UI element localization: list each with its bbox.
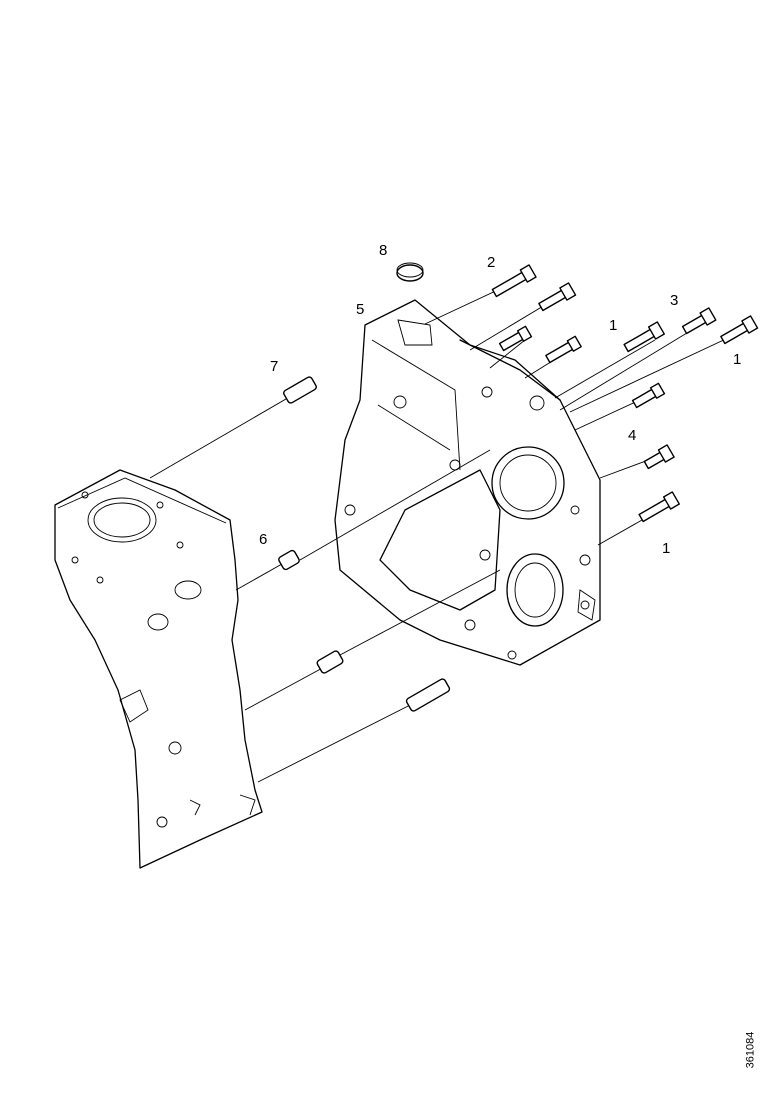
bolt-1-c — [638, 491, 680, 523]
bolt-mid-upper — [545, 335, 582, 364]
callout-1: 1 — [662, 540, 670, 557]
figure-reference-code: 361084 — [744, 1022, 772, 1082]
bolt-1-b — [720, 315, 759, 345]
engine-block — [54, 469, 263, 869]
timing-case-housing — [334, 299, 601, 666]
bolt-1-a — [623, 321, 665, 353]
callout-1: 1 — [609, 317, 617, 334]
callout-6: 6 — [259, 531, 267, 548]
bolt-right-mid — [631, 382, 666, 409]
callout-8: 8 — [379, 242, 387, 259]
callout-3: 3 — [670, 292, 678, 309]
dowel-lower-a — [316, 650, 344, 674]
dowel-6 — [278, 549, 300, 571]
callout-2: 2 — [487, 254, 495, 271]
figure-code-text: 361084 — [744, 1031, 757, 1069]
callout-7: 7 — [270, 358, 278, 375]
bolt-left-upper — [498, 325, 533, 352]
callouts: 8 2 5 7 1 3 1 4 6 1 — [259, 242, 741, 557]
bolt-4 — [643, 444, 675, 470]
bolt-upper — [538, 282, 577, 312]
bolt-2 — [491, 264, 537, 298]
plug-8 — [396, 262, 424, 282]
dowel-7 — [283, 376, 317, 404]
callout-5: 5 — [356, 301, 364, 318]
dowel-lower-b — [405, 678, 451, 712]
leader-lines — [149, 274, 746, 783]
callout-1: 1 — [733, 351, 741, 368]
callout-4: 4 — [628, 427, 636, 444]
bolt-3 — [681, 307, 717, 335]
